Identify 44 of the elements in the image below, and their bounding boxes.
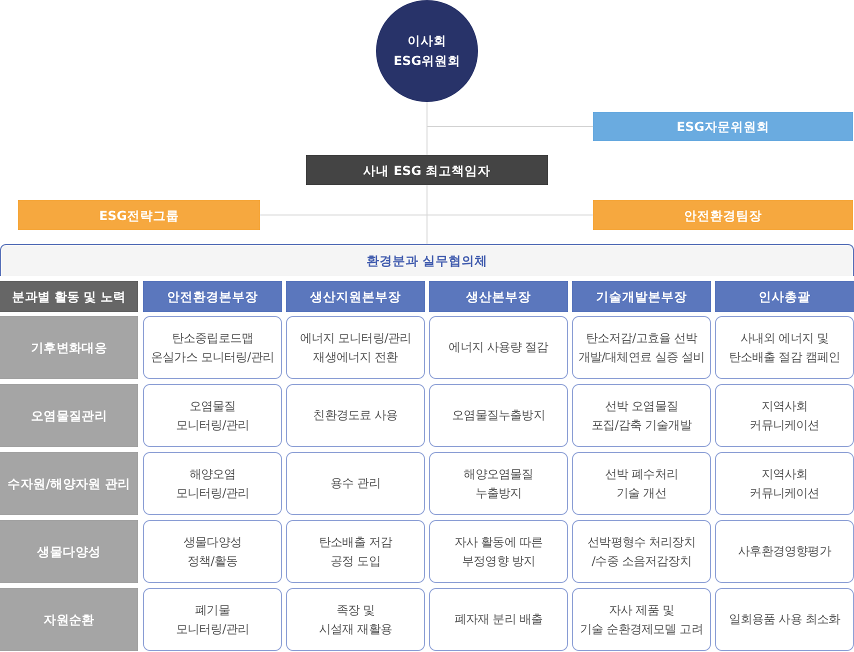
table-header: 안전환경본부장 <box>143 281 282 312</box>
table-header: 생산본부장 <box>429 281 568 312</box>
table-cell: 사내외 에너지 및 탄소배출 절감 캠페인 <box>715 316 854 379</box>
row-header: 기후변화대응 <box>0 316 138 379</box>
table-cell: 선박평형수 처리장치 /수중 소음저감장치 <box>572 520 711 583</box>
connector-line <box>426 184 428 244</box>
table-cell: 해양오염물질 누출방지 <box>429 452 568 515</box>
table-header: 생산지원본부장 <box>286 281 425 312</box>
table-cell: 지역사회 커뮤니케이션 <box>715 452 854 515</box>
org-box: 안전환경팀장 <box>593 200 853 230</box>
table-cell: 오염물질누출방지 <box>429 384 568 447</box>
table-cell: 생물다양성 정책/활동 <box>143 520 282 583</box>
table-cell: 선박 폐수처리 기술 개선 <box>572 452 711 515</box>
table-cell: 자사 활동에 따른 부정영향 방지 <box>429 520 568 583</box>
table-cell: 해양오염 모니터링/관리 <box>143 452 282 515</box>
org-box: 사내 ESG 최고책임자 <box>306 155 548 185</box>
table-cell: 지역사회 커뮤니케이션 <box>715 384 854 447</box>
table-cell: 족장 및 시설재 재활용 <box>286 588 425 651</box>
table-cell: 탄소중립로드맵 온실가스 모니터링/관리 <box>143 316 282 379</box>
table-cell: 에너지 사용량 절감 <box>429 316 568 379</box>
row-header: 자원순환 <box>0 588 138 651</box>
table-cell: 폐자재 분리 배출 <box>429 588 568 651</box>
org-box: ESG전략그룹 <box>18 200 260 230</box>
table-cell: 사후환경영향평가 <box>715 520 854 583</box>
table-cell: 탄소배출 저감 공정 도입 <box>286 520 425 583</box>
board-circle: 이사회 ESG위원회 <box>376 0 478 102</box>
table-cell: 선박 오염물질 포집/감축 기술개발 <box>572 384 711 447</box>
row-header: 생물다양성 <box>0 520 138 583</box>
row-header: 수자원/해양자원 관리 <box>0 452 138 515</box>
table-cell: 폐기물 모니터링/관리 <box>143 588 282 651</box>
org-box: ESG자문위원회 <box>593 112 853 141</box>
table-cell: 일회용품 사용 최소화 <box>715 588 854 651</box>
table-cell: 자사 제품 및 기술 순환경제모델 고려 <box>572 588 711 651</box>
row-header: 오염물질관리 <box>0 384 138 447</box>
table-cell: 오염물질 모니터링/관리 <box>143 384 282 447</box>
table-header: 분과별 활동 및 노력 <box>0 281 138 312</box>
table-header: 인사총괄 <box>715 281 854 312</box>
table-cell: 용수 관리 <box>286 452 425 515</box>
table-cell: 탄소저감/고효율 선박 개발/대체연료 실증 설비 <box>572 316 711 379</box>
table-header: 기술개발본부장 <box>572 281 711 312</box>
council-banner: 환경분과 실무협의체 <box>0 244 854 276</box>
table-cell: 친환경도료 사용 <box>286 384 425 447</box>
connector-line <box>426 102 428 156</box>
table-cell: 에너지 모니터링/관리 재생에너지 전환 <box>286 316 425 379</box>
